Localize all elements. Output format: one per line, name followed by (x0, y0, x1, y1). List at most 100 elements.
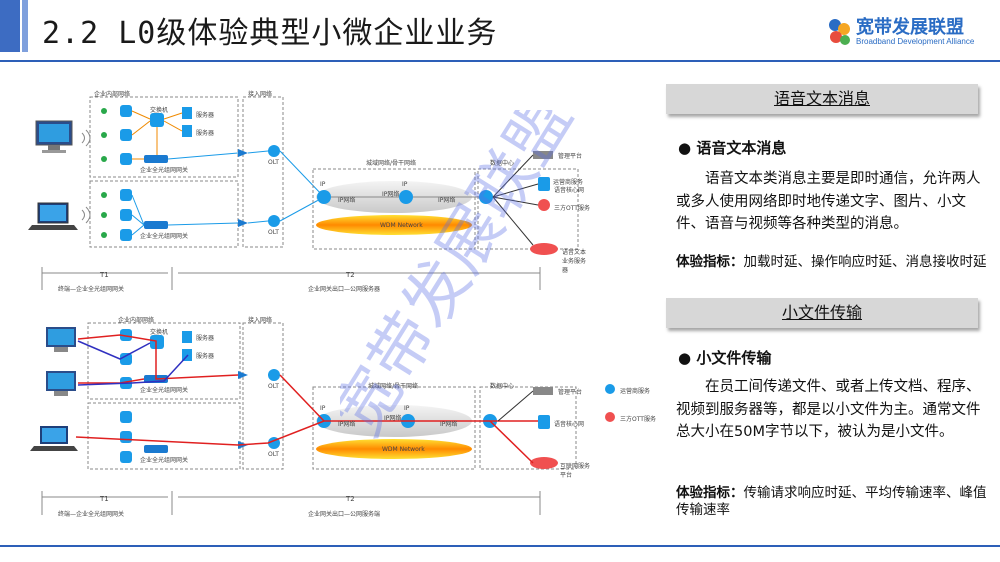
label-gateway: 企业全光组网网关 (140, 457, 189, 464)
section-header-file-transfer: 小文件传输 (666, 298, 978, 328)
logo-icon (829, 19, 850, 45)
label-data-center: 数据中心 (490, 160, 515, 167)
body-voice-text: 语音文本类消息主要是即时通信，允许两人或多人使用网络即时地传递文字、图片、小文件… (676, 171, 981, 232)
wdm-band (316, 215, 472, 235)
voice-core-icon (538, 177, 550, 191)
label-voice-core: 语音核心网 (554, 187, 585, 194)
access-point-icons (120, 105, 132, 241)
label-olt: OLT (268, 383, 279, 390)
label-wdm: WDM Network (382, 446, 425, 453)
olt-icon (268, 145, 280, 157)
metric-label: 体验指标： (676, 485, 744, 501)
label-access-net: 接入网络 (248, 317, 273, 324)
label-gateway: 企业全光组网网关 (140, 167, 189, 174)
title-divider (0, 60, 1000, 62)
network-diagram: 企业内部网络 接入网络 城域网络/骨干网络 数据中心 交换机 服务器 服务器 企… (28, 85, 591, 545)
label-olt: OLT (268, 159, 279, 166)
body-file-transfer: 在员工间传递文件、或者上传文档、程序、视频到服务器等，都是以小文件为主。通常文件… (676, 379, 981, 440)
dc-links (492, 154, 539, 246)
switch-icon (150, 335, 164, 349)
router-icon (317, 190, 331, 204)
label-ipnet: IP网络 (382, 191, 400, 198)
label-switch: 交换机 (150, 329, 169, 336)
page-title: 2.2 L0级体验典型小微企业业务 (42, 16, 498, 51)
label-wdm: WDM Network (380, 222, 423, 229)
diagram-canvas (28, 96, 579, 515)
label-switch: 交换机 (150, 107, 169, 114)
label-access-net: 接入网络 (248, 91, 273, 98)
section-header-voice-text: 语音文本消息 (666, 84, 978, 114)
logo-subtitle: Broadband Development Alliance (856, 37, 975, 46)
label-ipnet: IP网络 (384, 415, 402, 422)
internal-links (131, 110, 183, 160)
access-net-box (242, 322, 284, 470)
label-internet-server: 互联网服务平台 (560, 463, 591, 479)
label-server: 服务器 (196, 130, 215, 137)
metric-voice-text: 体验指标：加载时延、操作响应时延、消息接收时延 (676, 254, 988, 271)
label-ip: IP (320, 181, 326, 188)
legend-op-label: 运营商服务 (620, 388, 651, 395)
gateway-icon (144, 155, 168, 163)
label-ipnet: IP网络 (438, 197, 456, 204)
label-gateway: 企业全光组网网关 (140, 387, 189, 394)
label-enterprise-net: 企业内部网络 (94, 91, 131, 98)
timeline-top (41, 267, 541, 290)
desktop-computer-icon (46, 371, 76, 396)
metro-net-box (312, 386, 476, 470)
label-text-server: 语音文本业务服务器 (562, 249, 587, 274)
label-t1: T1 (100, 271, 109, 279)
label-op-service: 运营商服务 (553, 179, 584, 186)
label-t2: T2 (346, 271, 355, 279)
ott-server-icon (538, 199, 550, 211)
label-t1: T1 (100, 495, 109, 503)
access-links (167, 150, 325, 226)
gateway-icon (144, 445, 168, 453)
label-ip: IP (320, 405, 326, 412)
label-t1-desc: 终端—企业全光组网网关 (58, 511, 125, 518)
bullet-voice-text-label: 语音文本消息 (696, 139, 787, 157)
wifi-icon (81, 129, 91, 147)
label-olt: OLT (268, 229, 279, 236)
label-ipnet: IP网络 (338, 421, 356, 428)
splitter-icon (238, 219, 248, 227)
desktop-computer-icon (35, 120, 73, 153)
label-server: 服务器 (196, 335, 215, 342)
label-server: 服务器 (196, 112, 215, 119)
label-server: 服务器 (196, 353, 215, 360)
wifi-signal-icons (101, 108, 107, 238)
splitter-icon (238, 371, 248, 379)
label-metro-net: 城域网络/骨干网络 (366, 160, 417, 167)
laptop-icon (30, 426, 78, 451)
text-server-icon (530, 243, 558, 255)
footer-divider (0, 545, 1000, 547)
olt-icon (268, 215, 280, 227)
laptop-icon (28, 202, 78, 230)
enterprise-net-box-bottom (87, 402, 241, 470)
description-panel: 语音文本消息 ● 语音文本消息 语音文本类消息主要是即时通信，允许两人或多人使用… (666, 84, 996, 534)
label-ipnet: IP网络 (440, 421, 458, 428)
wdm-band (316, 439, 472, 459)
bullet-file-transfer: ● 小文件传输 (678, 349, 772, 367)
label-ip: IP (402, 181, 408, 188)
title-accent-bar-secondary (22, 0, 28, 52)
label-olt: OLT (268, 451, 279, 458)
logo-name: 宽带发展联盟 (856, 17, 964, 38)
label-ott: 三方OTT服务 (554, 205, 590, 212)
splitter-icon (238, 149, 248, 157)
bullet-voice-text: ● 语音文本消息 (678, 139, 787, 157)
bullet-file-transfer-label: 小文件传输 (696, 349, 772, 367)
label-ip: IP (404, 405, 410, 412)
access-point-icons (120, 329, 132, 463)
metro-net-box (312, 168, 476, 250)
server-icon (182, 107, 192, 119)
mgmt-platform-icon (533, 387, 553, 395)
mgmt-platform-icon (533, 151, 553, 159)
label-t1-desc: 终端—企业全光组网网关 (58, 286, 125, 293)
label-data-center: 数据中心 (490, 383, 515, 390)
metric-value: 传输请求响应时延、平均传输速率、峰值传输速率 (676, 485, 987, 518)
wifi-icon (81, 206, 91, 224)
alliance-logo: 宽带发展联盟 Broadband Development Alliance (826, 13, 996, 51)
switch-icon (150, 113, 164, 127)
label-t2-desc: 企业网关出口—公网服务器 (308, 286, 381, 293)
access-net-box (242, 96, 284, 248)
